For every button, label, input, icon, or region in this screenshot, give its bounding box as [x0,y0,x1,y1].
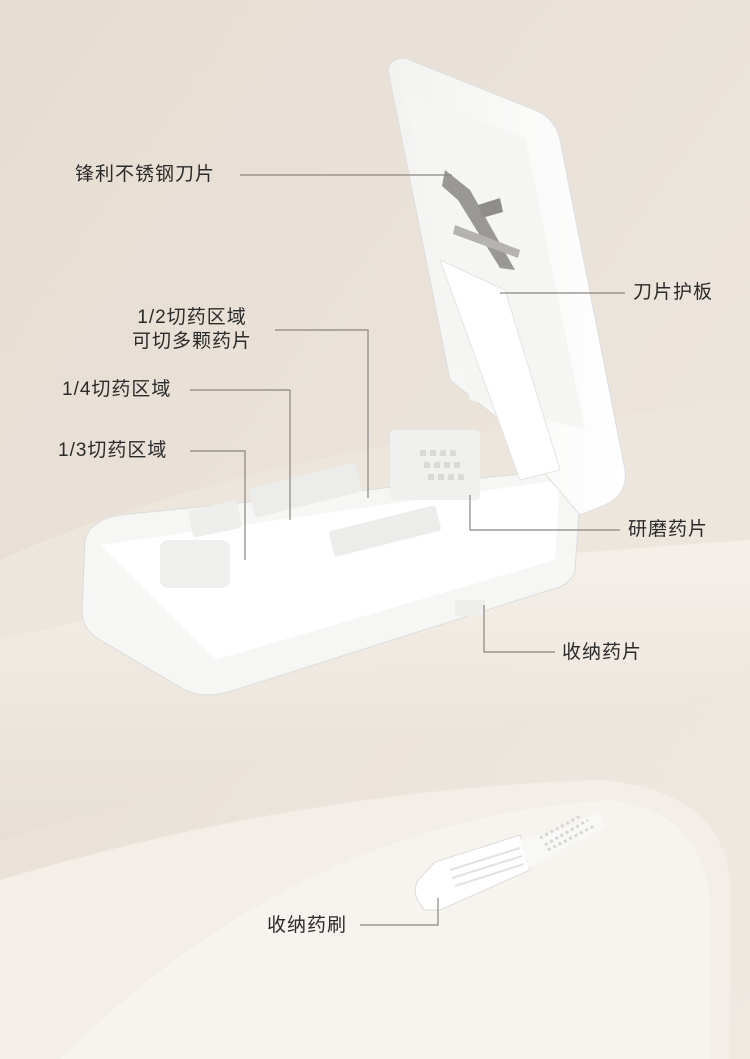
lower-pedestal-top [60,800,710,1059]
quarter-cut-label: 1/4切药区域 [62,379,172,400]
half-cut-label-line1: 1/2切药区域 [137,307,247,328]
grinding-teeth [420,450,464,480]
leader-lines [190,174,625,926]
grind-label: 研磨药片 [628,519,709,540]
blade-label: 锋利不锈钢刀片 [75,164,216,185]
blade-guard-label: 刀片护板 [633,282,714,303]
device-tray [100,480,560,660]
steel-blade-2 [453,225,520,258]
half-cut-label-line2: 可切多颗药片 [132,331,253,352]
half-cut-slot [248,462,362,518]
third-cut-label: 1/3切药区域 [58,440,168,461]
half-cut-label: 1/2切药区域 可切多颗药片 [132,306,252,354]
blade-holder [478,198,503,218]
storage-drawer [455,600,485,616]
storage-label: 收纳药片 [562,642,643,663]
quarter-cut-slot [188,500,242,538]
blade-guard-plate [439,259,561,481]
half-cut-slot-2 [329,505,441,557]
third-cut-slot [160,540,230,588]
brush-label: 收纳药刷 [267,915,348,936]
storage-brush [414,812,605,911]
